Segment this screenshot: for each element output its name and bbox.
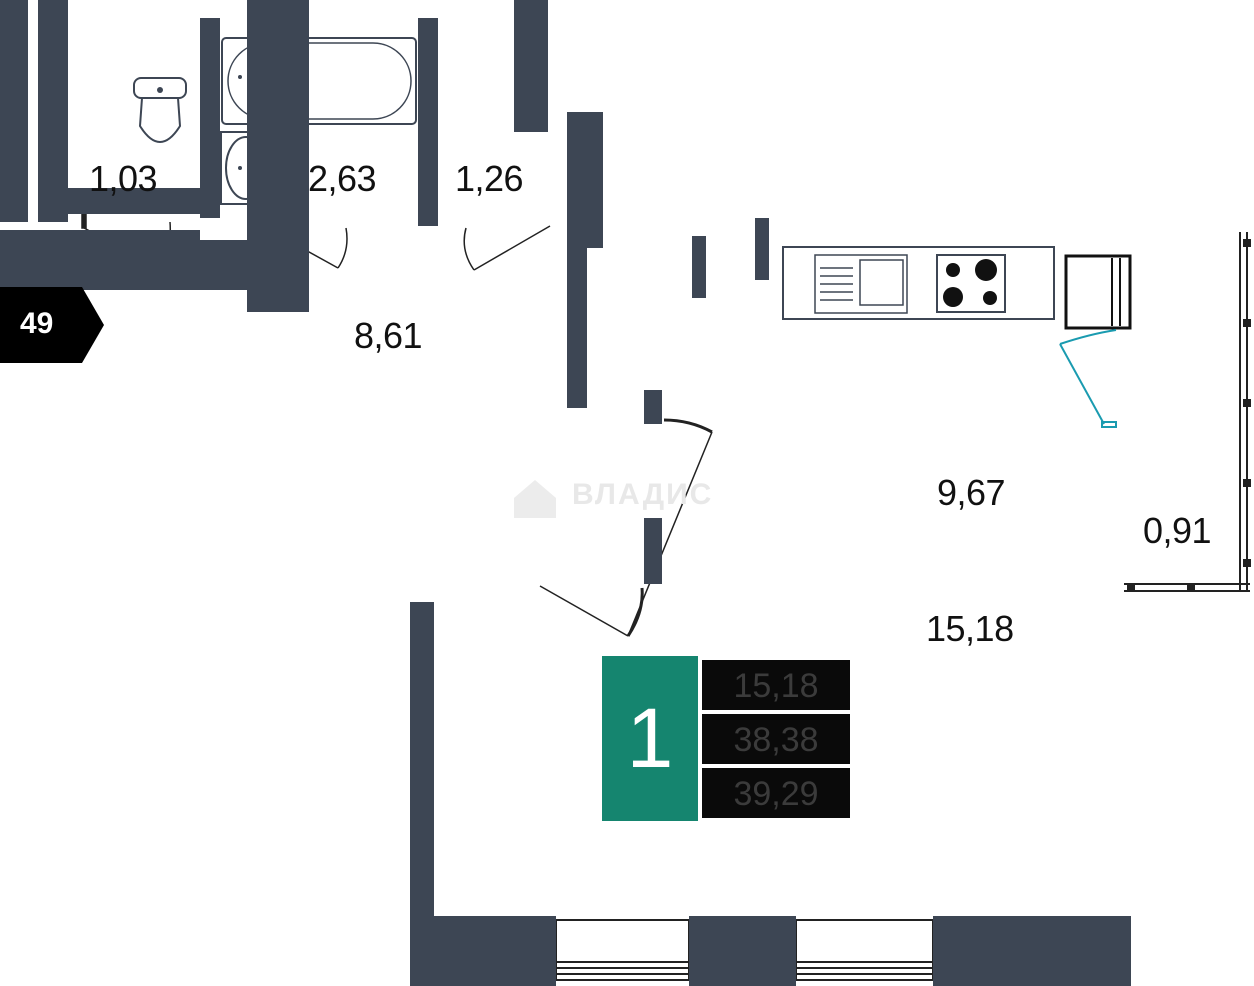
wall <box>692 236 706 298</box>
area-label-balcony: 0,91 <box>1143 510 1212 551</box>
window-right <box>795 919 934 981</box>
kitchen-counter <box>782 246 1055 320</box>
balcony-door-swing <box>1059 329 1117 428</box>
wall <box>567 240 587 408</box>
area-label-living: 15,18 <box>926 608 1014 649</box>
wall <box>644 518 662 584</box>
area-label-wc: 1,03 <box>89 158 158 199</box>
wall <box>567 112 603 248</box>
wall <box>418 18 438 226</box>
watermark: ВЛАДИС <box>572 478 714 511</box>
wall <box>933 916 1131 986</box>
wall <box>68 188 220 214</box>
area-label-wardrobe: 1,26 <box>455 158 524 199</box>
wall <box>0 240 309 290</box>
wall <box>0 230 200 242</box>
wall <box>200 18 220 218</box>
wall <box>514 0 548 132</box>
wall <box>410 916 556 986</box>
area-label-bathroom: 2,63 <box>308 158 377 199</box>
window-left <box>555 919 690 981</box>
apartment-number: 49 <box>20 307 54 340</box>
wall <box>755 218 769 280</box>
wall <box>689 916 796 986</box>
wall <box>0 0 28 222</box>
wall <box>644 390 662 424</box>
door-swing-living <box>539 418 713 637</box>
apartment-number-badge: 49 <box>0 287 105 363</box>
wall <box>38 0 68 222</box>
balcony-railing <box>1124 232 1251 592</box>
area-label-kitchen: 9,67 <box>937 472 1006 513</box>
stove-icon <box>936 254 1006 313</box>
toilet-icon <box>133 77 187 143</box>
fridge-icon <box>1064 254 1132 330</box>
area-total: 38,38 <box>702 714 850 764</box>
door-swing-wardrobe <box>463 225 551 271</box>
area-total-with-balcony: 39,29 <box>702 768 850 818</box>
area-living: 15,18 <box>702 660 850 710</box>
room-count: 1 <box>602 656 698 821</box>
area-label-hallway: 8,61 <box>354 315 423 356</box>
watermark-logo-icon <box>514 480 556 518</box>
